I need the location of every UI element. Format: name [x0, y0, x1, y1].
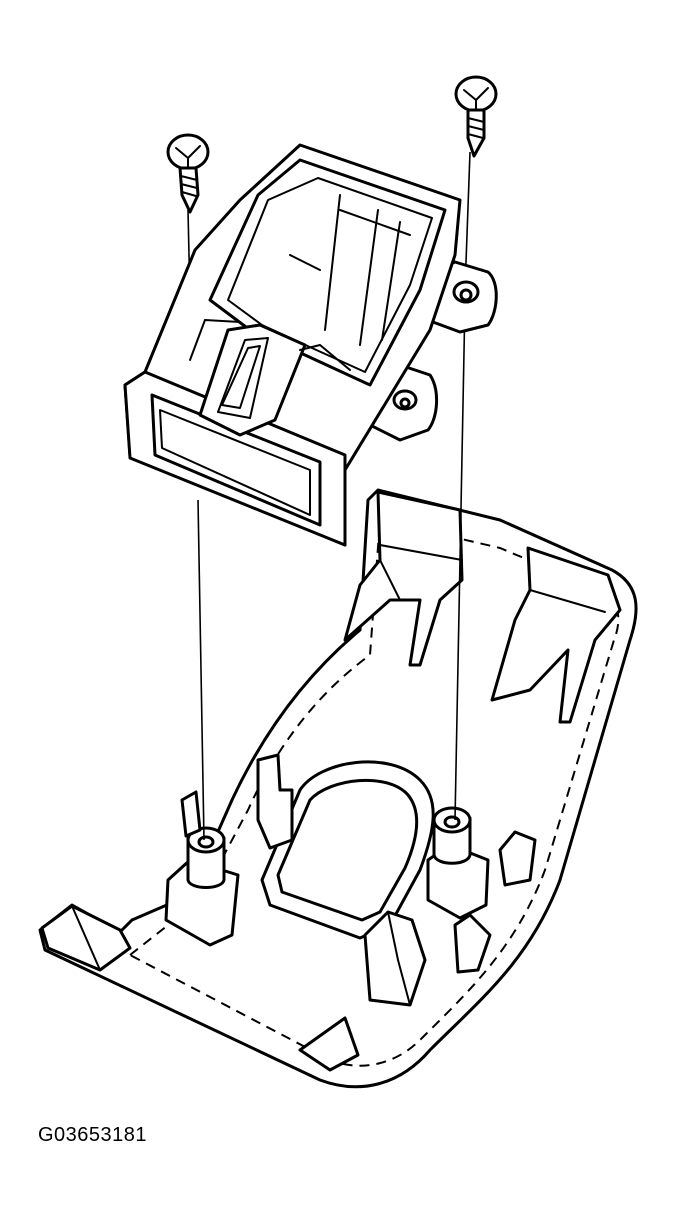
lower-panel: [38, 488, 638, 1089]
screw-left: [166, 133, 210, 214]
rear-bracket-left: [343, 490, 464, 667]
panel-inner-contour: [128, 518, 620, 1067]
figure-id-label: G03653181: [38, 1124, 148, 1146]
left-rib-1: [256, 753, 294, 850]
right-clip-2: [453, 913, 492, 974]
connector-face: [123, 370, 347, 547]
left-rib-2: [180, 790, 202, 838]
left-alignment-line: [197, 499, 205, 841]
upper-module: [123, 143, 498, 547]
rear-bracket-right: [490, 546, 622, 724]
bottom-clip: [298, 1016, 360, 1072]
right-alignment-line: [454, 299, 466, 821]
right-clip-3: [498, 830, 537, 887]
screw-right: [454, 75, 498, 158]
connector-latch: [198, 323, 307, 437]
